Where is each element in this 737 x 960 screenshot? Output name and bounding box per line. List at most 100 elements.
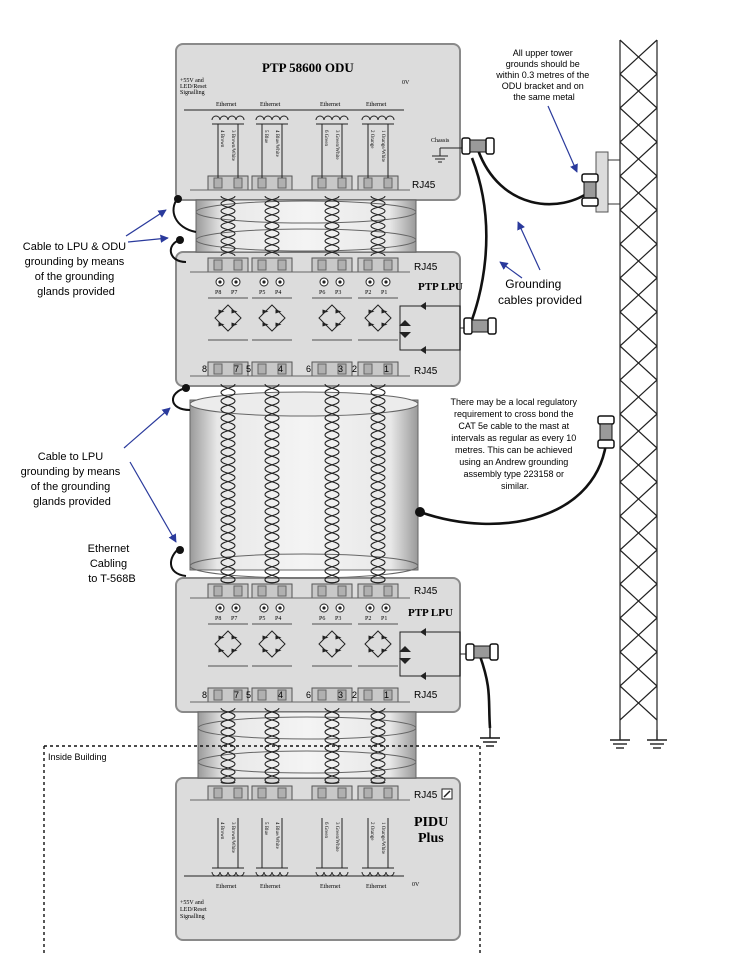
pidu-rj45-label: RJ45 — [414, 790, 438, 801]
gland-nut-icon — [487, 317, 497, 335]
pair-label: 4 Brown — [219, 130, 224, 148]
odu-mounting-bracket — [595, 151, 620, 213]
cable-lpu-to-lpu — [189, 391, 419, 579]
diode-bridge — [258, 304, 286, 332]
gland-nut-icon — [489, 643, 499, 661]
gland-nut-icon — [465, 643, 475, 661]
arrow-upper-grounds — [547, 105, 578, 173]
gland-nut-icon — [485, 137, 495, 155]
lpu-pin-label: P4 — [275, 290, 281, 296]
diode-bridge — [318, 304, 346, 332]
pidu-power-label: +55V and LED/Reset Signalling — [180, 900, 208, 920]
lpu-top-rj45-top: RJ45 — [414, 262, 438, 273]
arrow-grounding-cables-1 — [517, 221, 541, 271]
lpu-pin-label: P2 — [365, 616, 371, 622]
lpu-bottom-rj45-top: RJ45 — [414, 586, 438, 597]
diode-icon — [420, 346, 426, 354]
tower-ground-left-icon — [610, 730, 630, 749]
pair-label: 2 Orange — [369, 822, 374, 841]
inside-building-boundary — [43, 745, 481, 956]
lpu-bottom-pin: 4 — [278, 364, 283, 374]
pair-label: 4 Brown — [219, 822, 224, 840]
gland-nut-icon — [461, 137, 471, 155]
lpu-pin-label: P7 — [231, 290, 237, 296]
lpu-pin-label: P3 — [335, 616, 341, 622]
lpu-top-title: PTP LPU — [418, 281, 463, 293]
lpu-bottom-pin: 6 — [306, 690, 311, 700]
arrow-grounding-cables-2 — [499, 261, 523, 279]
diode-icon — [420, 302, 426, 310]
note-cable-lpu: Cable to LPU grounding by means of the g… — [21, 451, 124, 508]
arrow-cable-lpu-2 — [129, 461, 177, 543]
ethernet-label: Ethernet — [216, 102, 237, 108]
lpu-bottom-pin: 1 — [384, 690, 389, 700]
diode-icon — [399, 320, 411, 326]
odu-rj45-label: RJ45 — [412, 180, 436, 191]
gland-nut-icon — [463, 317, 473, 335]
lpu-bottom-pin: 3 — [338, 364, 343, 374]
lpu-bottom-pin: 1 — [384, 364, 389, 374]
pair-label: 1 Orange/White — [380, 130, 385, 163]
note-upper-grounds: All upper tower grounds should be within… — [495, 48, 592, 102]
note-ethernet-cabling: Ethernet Cabling to T-568B — [88, 543, 136, 585]
odu-power-label: +55V and LED/Reset Signalling — [180, 78, 208, 96]
odu-chassis-label: Chassis — [431, 138, 450, 144]
lpu-bottom-pin: 8 — [202, 690, 207, 700]
pair-label: 3 Green/White — [334, 822, 339, 852]
pair-label: 3 Green/White — [334, 130, 339, 160]
arrow-cable-lpu-odu-1 — [125, 209, 167, 237]
lpu-bottom-pin: 5 — [246, 690, 251, 700]
diode-bridge — [214, 630, 242, 658]
lpu-bottom-pin: 8 — [202, 364, 207, 374]
pair-label: 5 Blue — [263, 822, 268, 836]
diode-bridge — [364, 630, 392, 658]
diode-icon — [420, 672, 426, 680]
lpu-bottom-rj45-bottom: RJ45 — [414, 690, 438, 701]
pair-label: 2 Orange — [369, 130, 374, 149]
ethernet-label: Ethernet — [366, 102, 387, 108]
lpu-pin-label: P1 — [381, 616, 387, 622]
lpu-pin-label: P3 — [335, 290, 341, 296]
lpu-bottom-pin: 6 — [306, 364, 311, 374]
arrow-cable-lpu-odu-2 — [127, 234, 169, 243]
lpu-top-rj45-bottom: RJ45 — [414, 366, 438, 377]
lpu-pin-label: P8 — [215, 290, 221, 296]
pidu-box — [175, 777, 461, 941]
tower-ground-right-icon — [647, 730, 667, 749]
lpu-bottom-title: PTP LPU — [408, 607, 453, 619]
pair-label: 6 Green — [323, 822, 328, 838]
lpu-bottom-pin: 4 — [278, 690, 283, 700]
diode-bridge — [258, 630, 286, 658]
pidu-zero-v: 0V — [412, 882, 420, 888]
pair-label: 4 Blue/White — [274, 130, 279, 158]
ethernet-label: Ethernet — [260, 102, 281, 108]
grounding-points — [174, 195, 425, 554]
gland-nut-icon — [581, 197, 599, 207]
diode-icon — [399, 332, 411, 338]
pair-label: 5 Blue — [263, 130, 268, 144]
grounding-wires — [170, 149, 609, 729]
pair-label: 3 Brown/White — [230, 822, 235, 854]
ethernet-label: Ethernet — [216, 884, 237, 890]
diode-icon — [399, 646, 411, 652]
lpu-pin-label: P5 — [259, 616, 265, 622]
odu-ethernet-transformers: Ethernet 4 Brown 3 Brown/White Ethernet 5 Bl… — [184, 102, 404, 178]
diode-icon — [420, 628, 426, 636]
gland-nut-icon — [597, 439, 615, 449]
rj45-connectors — [190, 175, 410, 801]
lpu-pin-label: P5 — [259, 290, 265, 296]
lpu-bottom-pin: 2 — [352, 690, 357, 700]
lpu-pin-label: P1 — [381, 290, 387, 296]
pair-label: 3 Brown/White — [230, 130, 235, 162]
lpu-pin-label: P6 — [319, 616, 325, 622]
lpu-bottom-pin: 3 — [338, 690, 343, 700]
pidu-title: PIDU Plus — [414, 815, 452, 846]
note-cross-bond: There may be a local regulatory requirem… — [450, 397, 579, 491]
pidu-reset-icon — [441, 788, 453, 800]
ethernet-label: Ethernet — [366, 884, 387, 890]
lpu-pin-label: P2 — [365, 290, 371, 296]
gland-nut-icon — [597, 415, 615, 425]
